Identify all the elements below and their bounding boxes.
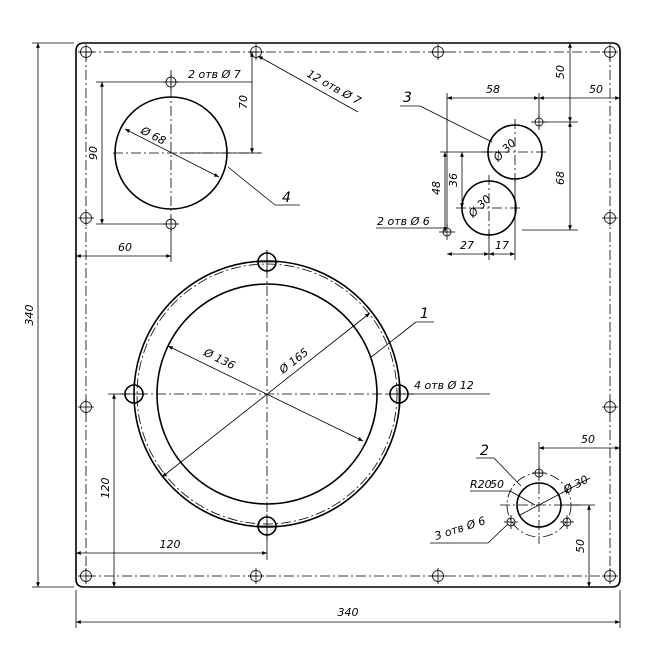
- dim-d30-upper: Ø 30: [490, 136, 518, 164]
- note-big-holes-12: 4 отв Ø 12: [414, 379, 474, 392]
- hole: [78, 399, 94, 415]
- hole: [430, 44, 446, 60]
- dim-60-text: 60: [118, 241, 132, 254]
- dim-d165-text: Ø 165: [276, 346, 311, 377]
- dim-d136-text: Ø 136: [201, 346, 237, 373]
- hole: [78, 210, 94, 226]
- dim-d68-text: Ø 68: [138, 124, 168, 148]
- dim-90-text: 90: [87, 146, 100, 160]
- dim-68-right-text: 68: [554, 171, 567, 185]
- dim-120-v-text: 120: [99, 478, 112, 499]
- dim-58-text: 58: [486, 83, 500, 96]
- hole: [602, 210, 618, 226]
- dim-50-top-text: 50: [554, 65, 567, 79]
- dim-50-br-v-text: 50: [574, 539, 587, 553]
- callout-2: 2: [480, 443, 489, 459]
- note-br-holes: 3 отв Ø 6: [433, 514, 487, 543]
- plate-outline: [75, 42, 621, 588]
- dim-d30-br-text: Ø 30: [560, 473, 590, 497]
- hole: [602, 568, 618, 584]
- dim-overall-width-text: 340: [338, 606, 359, 619]
- dim-36-text: 36: [447, 173, 460, 187]
- callout-3: 3: [403, 90, 412, 106]
- dim-50-br-text: 50: [581, 433, 595, 446]
- callout-1: 1: [420, 306, 429, 322]
- hole: [602, 44, 618, 60]
- dim-17-text: 17: [495, 239, 509, 252]
- hole: [602, 399, 618, 415]
- dim-r20-b-text: 50: [490, 478, 504, 491]
- dim-48-text: 48: [430, 181, 443, 195]
- hole: [248, 568, 264, 584]
- hole: [78, 44, 94, 60]
- dim-70-text: 70: [237, 95, 250, 109]
- callout-4: 4: [282, 190, 291, 206]
- hole: [430, 568, 446, 584]
- dim-120-h-text: 120: [160, 538, 181, 551]
- hole: [78, 568, 94, 584]
- dim-r20-text: R20: [470, 478, 492, 491]
- note-top-holes: 2 отв Ø 7: [188, 68, 241, 81]
- dim-50-right-text: 50: [589, 83, 603, 96]
- dim-overall-height-text: 340: [23, 305, 36, 326]
- note-small-holes-6: 2 отв Ø 6: [377, 215, 430, 228]
- perimeter-holes: [78, 44, 618, 584]
- dim-27-text: 27: [460, 239, 474, 252]
